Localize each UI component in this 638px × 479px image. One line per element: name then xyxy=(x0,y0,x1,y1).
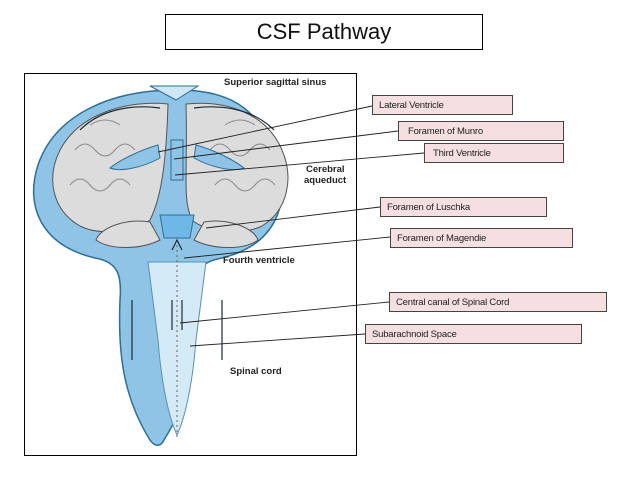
callout-foramen-of-munro: Foramen of Munro xyxy=(398,121,564,141)
superior-sagittal-sinus-shape xyxy=(149,85,200,101)
superior-sagittal-sinus-label: Superior sagittal sinus xyxy=(224,77,326,88)
lateral-ventricle-right xyxy=(193,144,245,171)
callout-third-ventricle: Third Ventricle xyxy=(424,143,564,163)
fourth-ventricle-label: Fourth ventricle xyxy=(223,255,295,266)
third-ventricle-shape xyxy=(170,139,184,181)
fourth-ventricle-shape xyxy=(159,214,195,239)
aqueduct-label: aqueduct xyxy=(304,175,347,186)
lateral-ventricle-left xyxy=(109,144,161,171)
flow-arrows xyxy=(79,106,275,360)
cerebral-label: Cerebral xyxy=(306,164,345,175)
callout-foramen-of-luschka: Foramen of Luschka xyxy=(380,197,547,217)
spinal-cord-label: Spinal cord xyxy=(230,366,282,377)
spinal-cord-shape xyxy=(147,261,207,437)
leader-lines xyxy=(157,105,425,347)
cerebellum-left xyxy=(95,220,161,248)
callout-foramen-of-magendie: Foramen of Magendie xyxy=(390,228,573,248)
callout-subarachnoid-space: Subarachnoid Space xyxy=(365,324,582,344)
slide-title: CSF Pathway xyxy=(165,14,483,50)
callout-lateral-ventricle: Lateral Ventricle xyxy=(372,95,513,115)
callout-central-canal: Central canal of Spinal Cord xyxy=(389,292,607,312)
